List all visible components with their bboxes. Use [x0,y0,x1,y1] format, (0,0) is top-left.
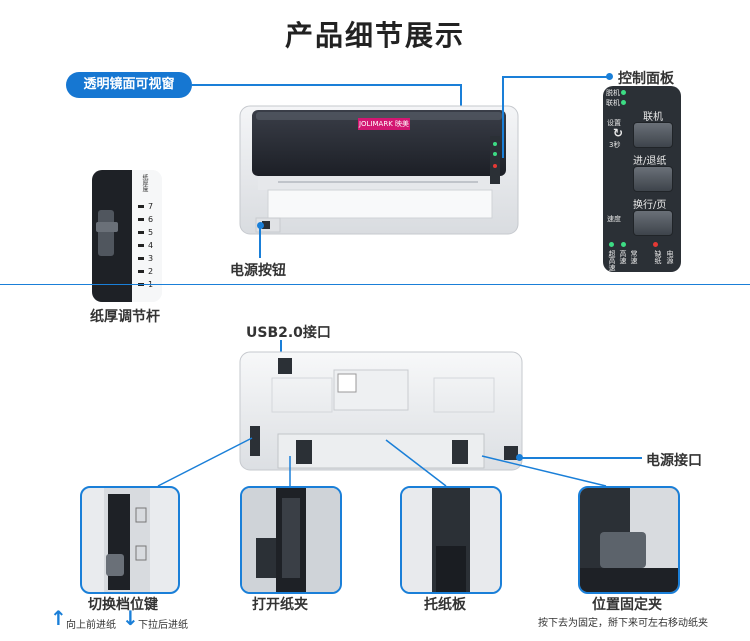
printer-rear-image [238,350,524,472]
lever-scale-tick: 7 [138,200,160,213]
transparent-window-label: 透明镜面可视窗 [66,72,192,98]
paper-tray-label: 托纸板 [424,597,466,613]
speed-led-2 [621,242,626,247]
control-panel-image: 脱机 联机 设置 ↻ 3秒 联机 进/退纸 换行/页 速度 超高速 高速 常速 … [603,86,681,272]
speed-led-1 [609,242,614,247]
lever-tick-label: 7 [148,202,154,211]
position-clip-note: 按下去为固定，掰下来可左右移动纸夹 [538,618,708,629]
gear-switch-label: 切换档位键 [88,597,158,613]
lever-scale-header: 纸厚度 [141,174,148,192]
brand-badge: JOLIMARK 映美 [358,118,410,130]
bottom-label-4: 缺纸 [654,250,662,264]
lever-scale: 7654321 [138,200,160,291]
position-clip-zoom [578,486,680,594]
lever-scale-tick: 3 [138,252,160,265]
control-panel-connector-drop [502,76,504,158]
control-panel-label: 控制面板 [618,71,674,87]
lever-tick-mark [138,231,144,234]
feed-down-arrow-icon: ↓ [122,606,139,630]
window-connector-line [192,84,462,86]
indicator-offline: 脱机 [606,89,620,97]
setup-seconds: 3秒 [609,141,621,149]
power-socket-dot [516,454,523,461]
power-button-label: 电源按钮 [230,263,286,279]
online-button[interactable] [633,122,673,148]
open-clip-zoom [240,486,342,594]
btn-feed-label: 进/退纸 [633,156,667,167]
paper-thickness-label: 纸厚调节杆 [90,309,160,325]
feed-down-label: 下拉后进纸 [138,620,188,631]
window-connector-drop [460,84,462,122]
control-panel-connector-line [502,76,608,78]
offline-led [621,90,626,95]
bottom-label-3: 常速 [630,250,638,264]
lever-tick-mark [138,270,144,273]
setup-label: 设置 [607,119,621,127]
bottom-label-5: 电源 [666,250,674,264]
feed-button[interactable] [633,166,673,192]
lever-tick-mark [138,218,144,221]
lever-tick-mark [138,244,144,247]
lever-scale-tick: 2 [138,265,160,278]
section-divider [0,284,750,285]
feed-up-label: 向上前进纸 [66,620,116,631]
lever-zoom-image: 纸厚度 7654321 [92,170,162,302]
power-button-connector [259,228,261,258]
lever-tick-mark [138,257,144,260]
lever-scale-tick: 4 [138,239,160,252]
power-button-dot [257,222,264,229]
lever-scale-tick: 6 [138,213,160,226]
lever-tick-label: 4 [148,241,154,250]
position-clip-label: 位置固定夹 [592,597,662,613]
open-clip-label: 打开纸夹 [252,597,308,613]
power-socket-label: 电源接口 [646,453,702,469]
feed-up-arrow-icon: ↑ [50,606,67,630]
lever-scale-tick: 5 [138,226,160,239]
printer-front-image: JOLIMARK 映美 [238,102,520,236]
page-title: 产品细节展示 [284,19,465,52]
paper-out-led [653,242,658,247]
zoom-connector-lines [157,437,607,487]
btn-online-label: 联机 [643,112,663,123]
usb-port-label: USB2.0接口 [246,325,331,341]
online-led [621,100,626,105]
lever-tick-label: 5 [148,228,154,237]
lever-tick-label: 3 [148,254,154,263]
btn-linefeed-label: 换行/页 [633,200,667,211]
bottom-label-2: 高速 [619,250,627,264]
lever-tick-mark [138,205,144,208]
setup-arrow-icon: ↻ [613,126,624,140]
lever-tick-label: 6 [148,215,154,224]
speed-label: 速度 [607,215,621,223]
control-panel-dot [606,73,613,80]
lever-tick-label: 2 [148,267,154,276]
bottom-label-1: 超高速 [608,250,616,271]
linefeed-button[interactable] [633,210,673,236]
indicator-online: 联机 [606,99,620,107]
gear-switch-zoom [80,486,180,594]
power-socket-connector [522,457,642,459]
paper-tray-zoom [400,486,502,594]
